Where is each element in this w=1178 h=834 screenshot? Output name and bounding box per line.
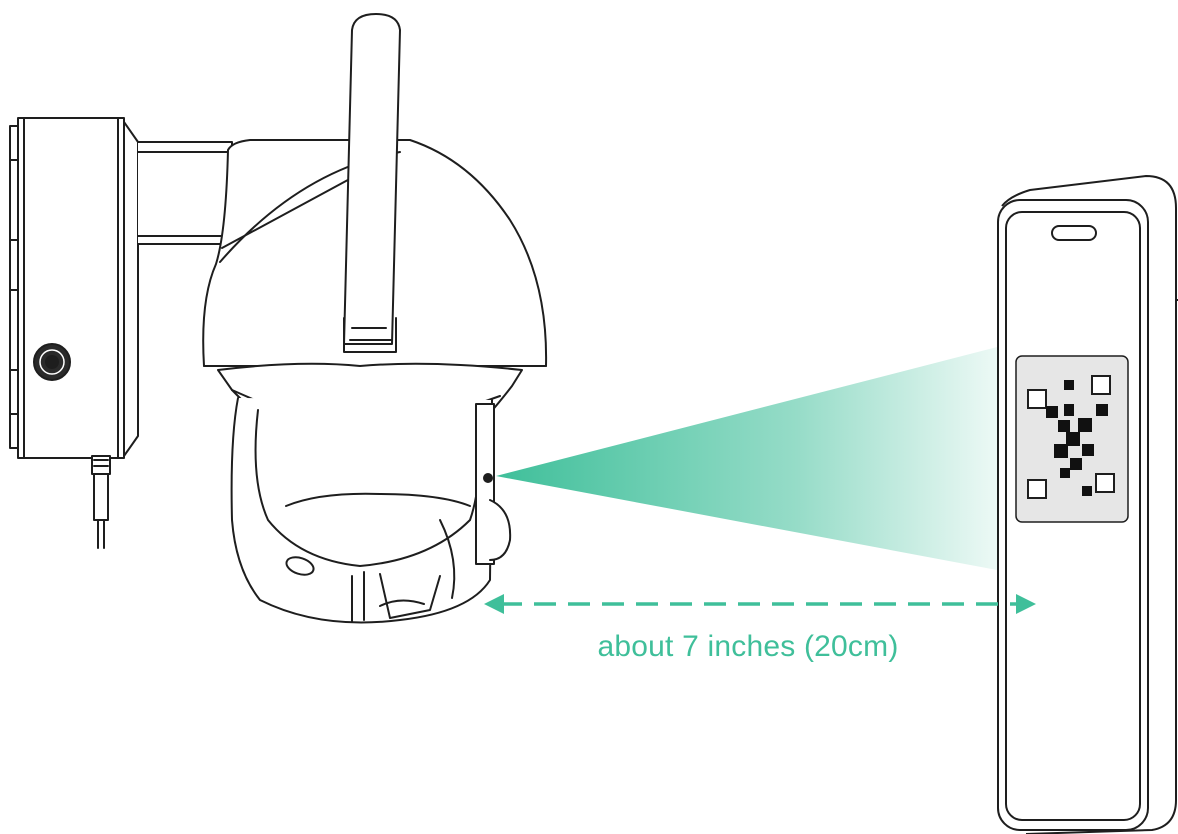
qr-code-icon <box>1015 355 1129 523</box>
camera-icon <box>9 13 548 624</box>
mounting-arm <box>137 141 233 245</box>
double-arrow-icon <box>484 594 1036 614</box>
distance-label: about 7 inches (20cm) <box>597 630 899 663</box>
cable-gland-icon <box>33 343 71 381</box>
lower-body <box>217 362 523 624</box>
scan-beam <box>496 336 1040 578</box>
wall-mount-plate <box>9 117 139 459</box>
antenna <box>343 13 401 353</box>
power-cable <box>91 455 111 549</box>
